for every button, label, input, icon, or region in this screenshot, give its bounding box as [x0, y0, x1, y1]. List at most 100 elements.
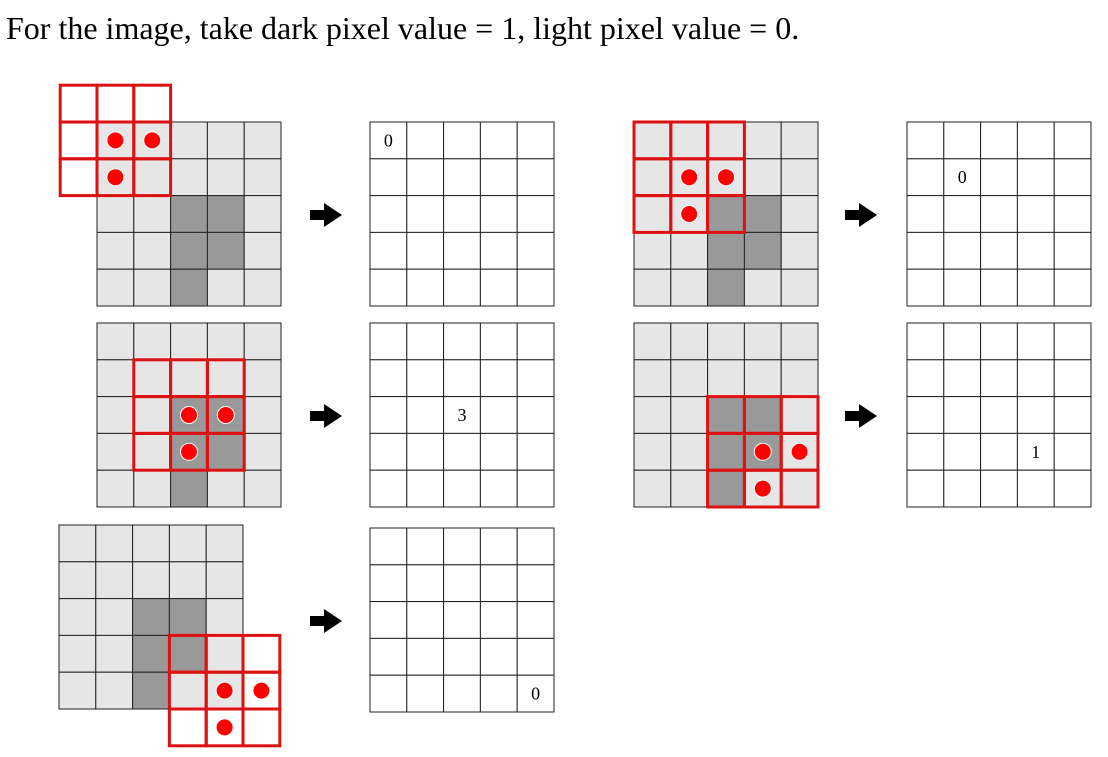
light-pixel [58, 598, 97, 636]
output-cell [980, 359, 1018, 398]
light-pixel [170, 322, 208, 361]
dark-pixel [168, 634, 207, 673]
dark-pixel [170, 268, 208, 307]
light-pixel [670, 121, 709, 160]
light-pixel [133, 469, 172, 508]
kernel-weight-dot [216, 406, 235, 424]
light-pixel [132, 524, 170, 563]
output-cell [1016, 359, 1055, 398]
output-cell [1016, 121, 1055, 160]
kernel-weight-dot [180, 442, 198, 461]
light-pixel [95, 598, 134, 636]
light-pixel [206, 359, 245, 398]
dark-pixel [743, 396, 782, 434]
output-cell [406, 396, 445, 434]
light-pixel [633, 359, 672, 398]
light-pixel [780, 268, 819, 307]
output-cell [479, 121, 518, 160]
light-pixel [206, 121, 245, 160]
output-cell [406, 268, 445, 307]
kernel-weight-dot [252, 681, 271, 700]
light-pixel [633, 432, 672, 471]
light-pixel [743, 268, 782, 307]
padding-cell [243, 709, 280, 746]
output-cell [943, 396, 982, 434]
output-cell [1053, 359, 1092, 398]
light-pixel [96, 195, 135, 233]
output-cell [516, 121, 555, 160]
step-5: 0 [58, 524, 555, 748]
light-pixel [633, 121, 672, 160]
output-cell [943, 121, 982, 160]
output-cell [369, 527, 408, 566]
instruction-text: For the image, take dark pixel value = 1… [6, 10, 800, 46]
dark-pixel [132, 634, 170, 673]
light-pixel [95, 524, 134, 563]
light-pixel [243, 432, 282, 471]
dark-pixel [743, 231, 782, 270]
light-pixel [780, 396, 819, 434]
light-pixel [670, 432, 709, 471]
output-cell [516, 674, 555, 713]
output-cell [369, 674, 408, 713]
light-pixel [243, 322, 282, 361]
right-arrow-icon [845, 203, 877, 227]
light-pixel [168, 671, 207, 710]
output-cell [406, 674, 445, 713]
light-pixel [633, 158, 672, 197]
output-cell [1016, 396, 1055, 434]
light-pixel [96, 359, 135, 398]
dark-pixel [707, 469, 745, 508]
light-pixel [133, 231, 172, 270]
light-pixel [170, 158, 208, 197]
output-cell [443, 469, 481, 508]
kernel-weight-dot [180, 406, 198, 424]
output-cell [1016, 231, 1055, 270]
output-cell [443, 322, 481, 361]
output-cell [443, 268, 481, 307]
light-pixel [243, 268, 282, 307]
output-cell [516, 396, 555, 434]
output-cell [943, 268, 982, 307]
output-cell [443, 195, 481, 233]
light-pixel [243, 469, 282, 508]
input-image [96, 121, 282, 307]
output-cell [406, 469, 445, 508]
output-cell [443, 158, 481, 197]
dark-pixel [206, 195, 245, 233]
light-pixel [780, 322, 819, 361]
dark-pixel [707, 195, 745, 233]
dark-pixel [170, 231, 208, 270]
kernel-cell [205, 431, 246, 472]
right-arrow-icon [845, 404, 877, 428]
light-pixel [707, 121, 745, 160]
light-pixel [707, 322, 745, 361]
output-cell [1016, 322, 1055, 361]
kernel-weight-dot [717, 168, 735, 187]
output-value: 1 [1031, 442, 1040, 462]
output-cell [479, 432, 518, 471]
light-pixel [243, 195, 282, 233]
light-pixel [780, 469, 819, 508]
light-pixel [670, 469, 709, 508]
dark-pixel [132, 671, 170, 710]
output-cell [906, 322, 945, 361]
output-cell [943, 359, 982, 398]
light-pixel [168, 561, 207, 600]
output-cell [443, 432, 481, 471]
light-pixel [96, 268, 135, 307]
output-cell [369, 432, 408, 471]
output-cell [443, 231, 481, 270]
light-pixel [206, 469, 245, 508]
light-pixel [780, 121, 819, 160]
input-image [633, 121, 819, 307]
light-pixel [170, 121, 208, 160]
light-pixel [205, 524, 244, 563]
output-cell [369, 268, 408, 307]
output-value: 0 [531, 684, 540, 704]
output-cell [369, 469, 408, 508]
output-cell [1016, 195, 1055, 233]
light-pixel [633, 396, 672, 434]
dark-pixel [707, 231, 745, 270]
